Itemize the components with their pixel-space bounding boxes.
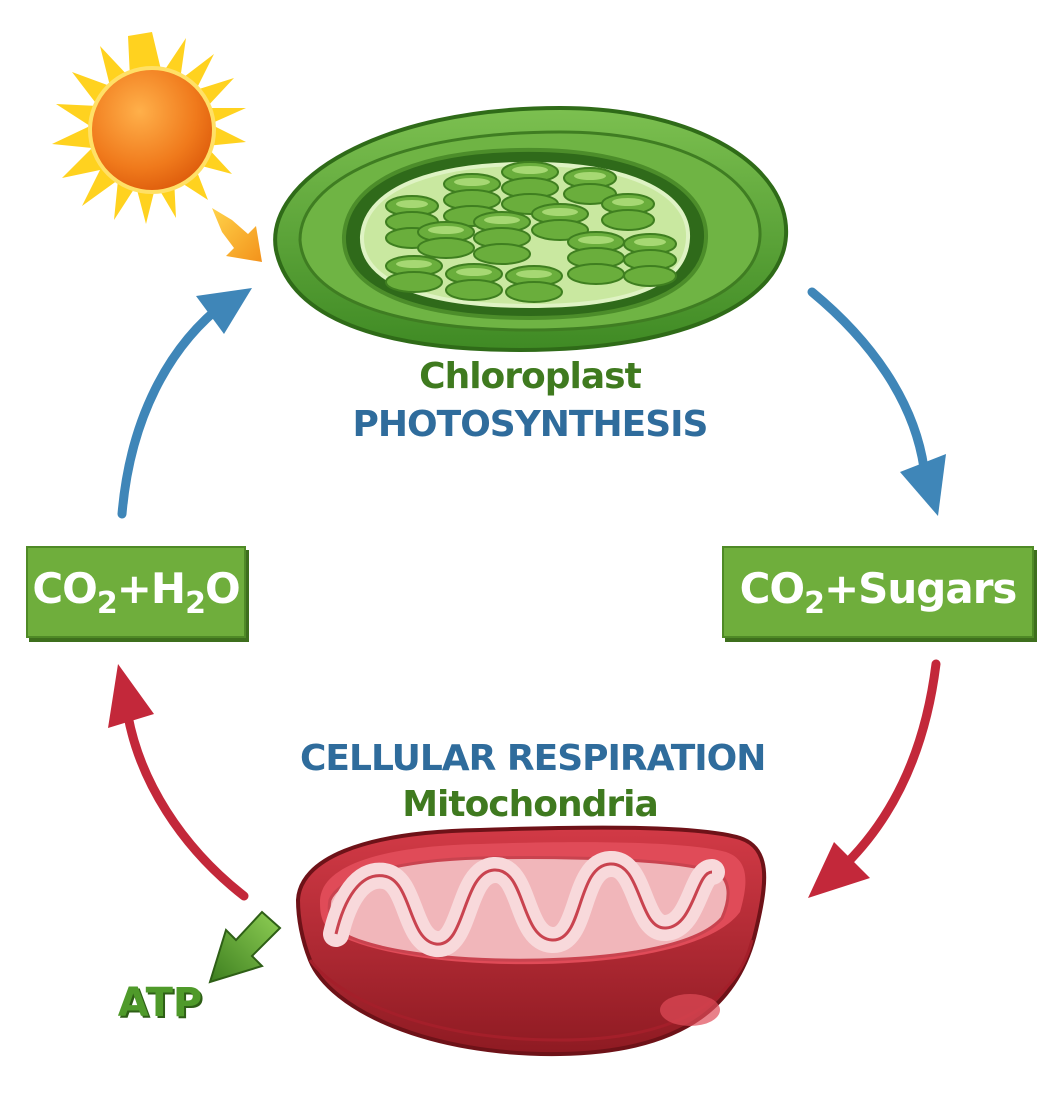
photosynthesis-label: PHOTOSYNTHESIS: [352, 404, 709, 445]
chloroplast-label: Chloroplast: [419, 356, 642, 397]
arrow-to-chloroplast-icon: [117, 288, 252, 519]
mitochondria-icon: [295, 825, 767, 1057]
sunlight-arrow-icon: [212, 208, 262, 262]
grana-stacks: [385, 161, 677, 303]
arrow-to-sugars-icon: [807, 287, 946, 516]
sun-icon: [52, 32, 246, 224]
arrow-to-mitochondria-icon: [808, 659, 941, 898]
co2-water-box: CO2+H2O: [26, 546, 246, 638]
cellular-respiration-label: CELLULAR RESPIRATION: [300, 738, 766, 779]
atp-label: ATP: [117, 980, 203, 1026]
chloroplast-icon: [273, 105, 789, 353]
co2-sugars-text: CO2+Sugars: [739, 563, 1018, 621]
atp-arrow-icon: [208, 910, 282, 984]
co2-water-text: CO2+H2O: [32, 563, 240, 621]
co2-sugars-box: CO2+Sugars: [722, 546, 1034, 638]
mitochondria-label: Mitochondria: [402, 784, 659, 825]
arrow-to-co2-water-icon: [108, 664, 249, 901]
